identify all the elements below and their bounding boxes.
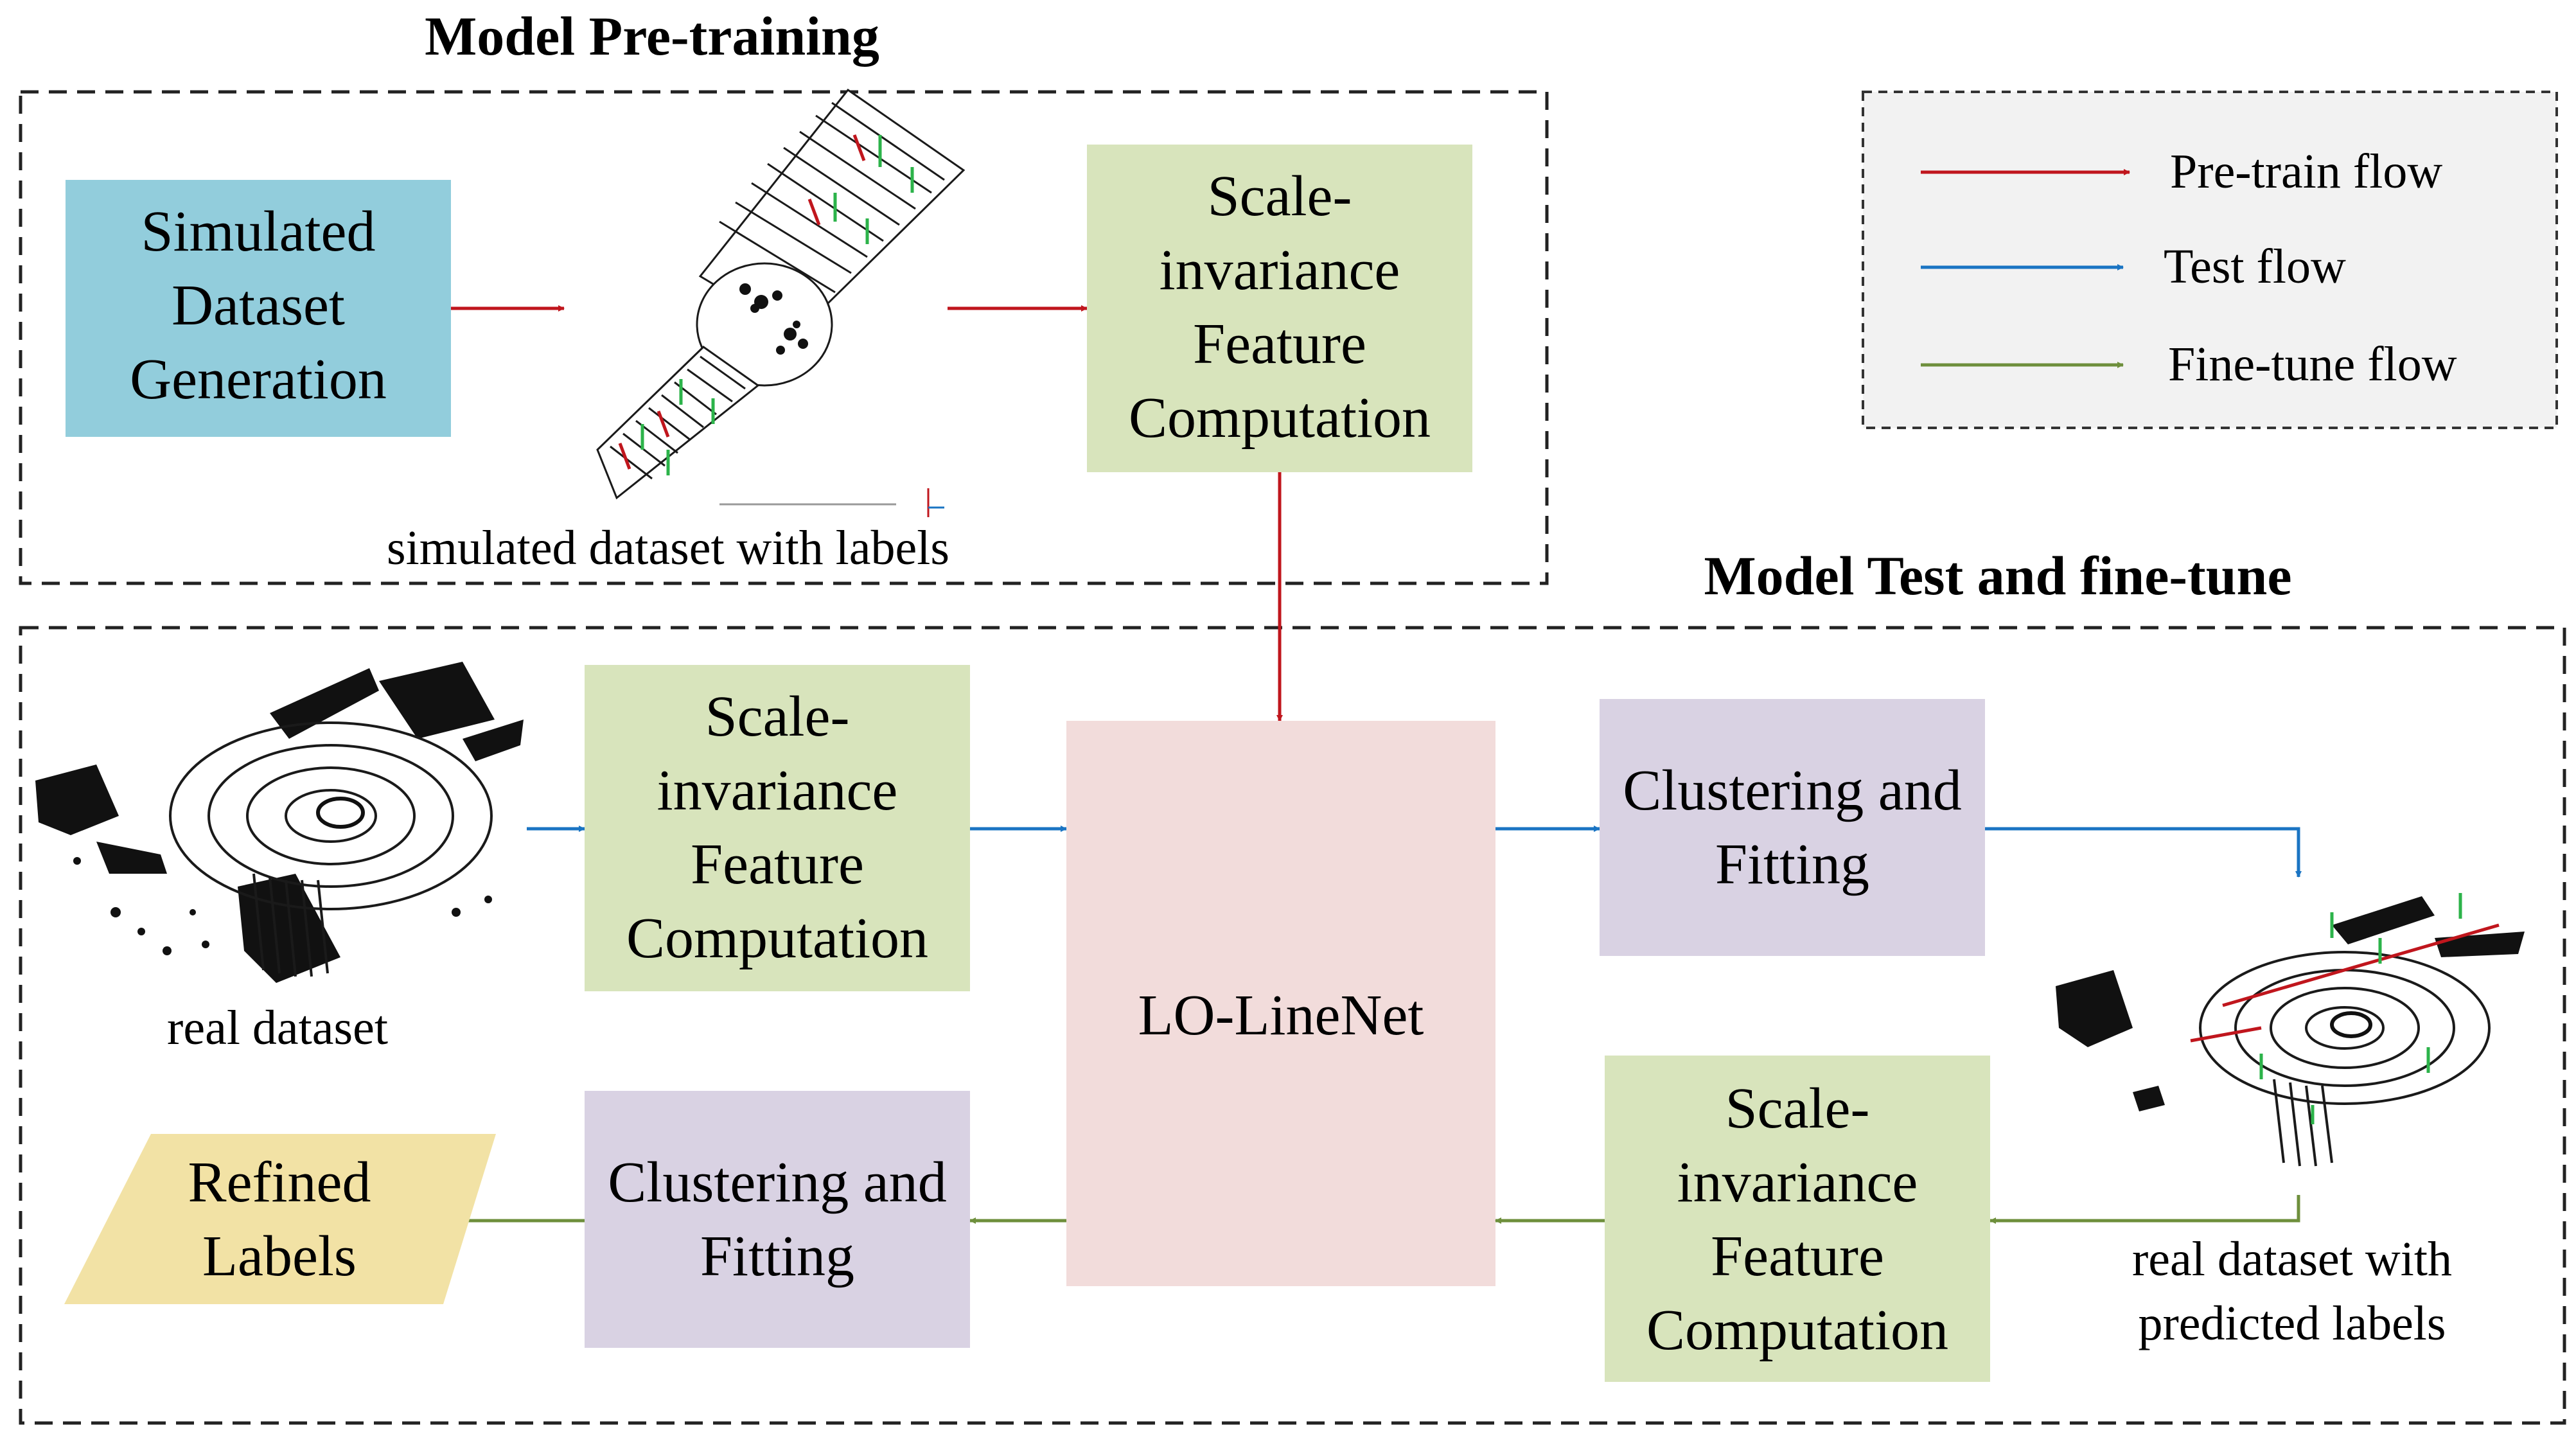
finetune-arrow-1 [1989,1195,2300,1224]
finetune-feature-line-3: Feature [1711,1224,1884,1288]
simulated-caption: simulated dataset with labels [387,521,949,575]
legend-test-label: Test flow [2164,240,2346,294]
simulated-box-line-2: Dataset [172,274,345,337]
legend-pretrain-label: Pre-train flow [2170,145,2442,199]
pretraining-frame [19,90,1549,585]
pretrain-feature-line-1: Scale- [1208,164,1352,228]
test-cluster-line-1: Clustering and [1623,759,1961,822]
finetune-cluster-line-2: Fitting [700,1224,854,1288]
simulated-box-line-3: Generation [130,348,387,411]
finetune-feature-box [1605,1056,1990,1382]
test-cluster-box [1600,699,1985,956]
real-caption: real dataset [167,1001,388,1055]
real-pointcloud-image [35,662,524,983]
finetune-feature-line-4: Computation [1646,1298,1948,1362]
pretraining-title: Model Pre-training [425,5,879,67]
finetune-feature-line-2: invariance [1677,1151,1918,1214]
lo-linenet-box [1066,721,1495,1286]
test-finetune-frame [19,626,2566,1425]
test-arrow-4 [1985,827,2302,878]
legend-finetune-label: Fine-tune flow [2168,337,2457,391]
test-finetune-title: Model Test and fine-tune [1704,545,2291,606]
predicted-pointcloud-image [2056,893,2525,1167]
predicted-caption-line-2: predicted labels [2138,1296,2446,1350]
finetune-feature-line-1: Scale- [1725,1077,1870,1140]
predicted-caption-line-1: real dataset with [2132,1232,2452,1286]
simulated-pointcloud-image [596,88,966,517]
test-feature-line-1: Scale- [705,685,850,748]
legend: Pre-train flow Test flow Fine-tune flow [1862,91,2558,429]
refined-labels-box [64,1134,496,1304]
refined-line-1: Refined [188,1151,371,1214]
simulated-box-line-1: Simulated [141,200,376,263]
pretrain-feature-box [1087,145,1472,472]
test-cluster-line-2: Fitting [1715,833,1869,896]
test-feature-line-4: Computation [626,906,928,970]
test-feature-box [585,665,970,991]
pretrain-feature-line-3: Feature [1193,312,1366,376]
test-feature-line-3: Feature [691,833,864,896]
finetune-cluster-line-1: Clustering and [608,1151,946,1214]
pretrain-feature-line-2: invariance [1160,238,1400,302]
refined-line-2: Labels [202,1224,357,1288]
lo-linenet-label: LO-LineNet [1138,984,1424,1047]
legend-frame [1862,91,2558,429]
simulated-dataset-box [66,180,451,437]
finetune-cluster-box [585,1091,970,1348]
test-feature-line-2: invariance [657,759,898,822]
pretrain-feature-line-4: Computation [1129,386,1431,450]
